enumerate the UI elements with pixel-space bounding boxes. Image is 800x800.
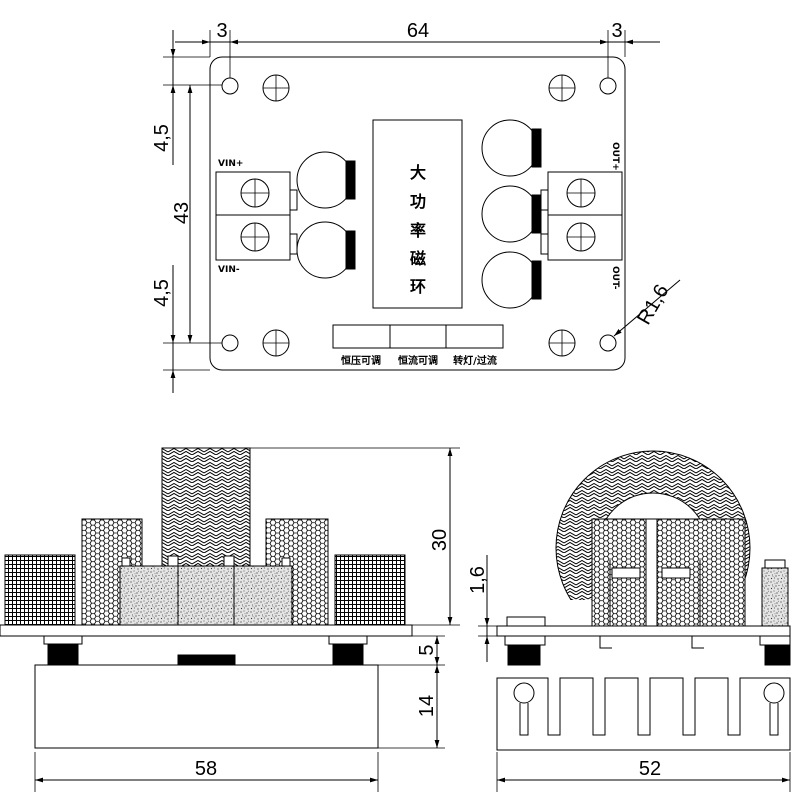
pot-label-led: 转灯/过流 bbox=[453, 354, 497, 367]
capacitor bbox=[296, 221, 356, 279]
top-view: VIN+ VIN- 大 功 率 磁 环 OUT+ OUT- bbox=[151, 20, 681, 393]
top-dimension-lines bbox=[175, 30, 660, 78]
dim-total-height: 30 bbox=[429, 529, 451, 551]
dim-top-offset: 4,5 bbox=[151, 124, 173, 152]
side-dimension-lines bbox=[478, 555, 791, 792]
terminal-screw-icon bbox=[240, 178, 270, 208]
mounting-hole bbox=[599, 334, 617, 352]
front-view: 30 5 14 58 bbox=[0, 447, 460, 792]
screw-head-icon bbox=[262, 74, 290, 102]
dim-bottom-offset: 4,5 bbox=[151, 279, 173, 307]
standoff bbox=[764, 644, 791, 666]
standoff bbox=[332, 643, 364, 666]
capacitor bbox=[481, 185, 542, 243]
output-terminal-block bbox=[540, 171, 623, 261]
standoff bbox=[507, 644, 541, 666]
pot-label-cc: 恒流可调 bbox=[398, 354, 438, 367]
vin-plus-label: VIN+ bbox=[218, 159, 243, 169]
core-label-char: 功 bbox=[410, 192, 426, 211]
dim-right-offset: 3 bbox=[611, 20, 622, 42]
vin-minus-label: VIN- bbox=[218, 265, 240, 275]
core-label-char: 磁 bbox=[410, 249, 426, 268]
core-label-char: 环 bbox=[410, 277, 426, 296]
dim-front-width: 58 bbox=[195, 758, 217, 780]
capacitor bbox=[296, 151, 356, 209]
heatsink bbox=[34, 664, 379, 749]
dim-hole-pitch-x: 64 bbox=[407, 20, 429, 42]
dim-heatsink-height: 14 bbox=[416, 695, 438, 717]
component-leads bbox=[599, 636, 704, 649]
dim-standoff: 5 bbox=[416, 644, 438, 655]
pcb-board bbox=[496, 625, 791, 637]
core-label-char: 率 bbox=[410, 221, 426, 240]
input-terminal-block bbox=[215, 171, 298, 261]
capacitor-group-side bbox=[591, 518, 746, 627]
pot-label-cv: 恒压可调 bbox=[341, 354, 381, 367]
standoff-cap bbox=[759, 635, 791, 646]
terminal-block-side bbox=[119, 555, 293, 626]
standoff bbox=[47, 643, 79, 666]
radius-leader bbox=[613, 279, 681, 337]
screw-head-icon bbox=[262, 329, 290, 357]
out-minus-label: OUT- bbox=[610, 266, 620, 290]
screw-head-icon bbox=[548, 74, 576, 102]
capacitor-side bbox=[334, 554, 406, 626]
potentiometer-row bbox=[332, 324, 504, 349]
dim-corner-radius: R1,6 bbox=[633, 281, 673, 329]
terminal-screw-icon bbox=[240, 222, 270, 252]
standoff-cap bbox=[43, 635, 83, 645]
dim-side-width: 52 bbox=[639, 758, 661, 780]
capacitor-side bbox=[4, 554, 76, 626]
capacitor bbox=[481, 119, 542, 177]
pcb-board bbox=[0, 624, 413, 637]
thermal-pad bbox=[177, 654, 236, 666]
heatsink-profile bbox=[496, 676, 791, 751]
left-dimension-lines bbox=[163, 30, 222, 393]
capacitor bbox=[481, 251, 542, 309]
out-plus-label: OUT+ bbox=[610, 142, 620, 171]
front-dimension-lines bbox=[34, 447, 460, 792]
dim-left-offset: 3 bbox=[216, 20, 227, 42]
terminal-screw-icon bbox=[566, 222, 596, 252]
resistor-cap bbox=[764, 559, 786, 569]
dim-board-thickness: 1,6 bbox=[467, 566, 489, 594]
magnetic-core-side bbox=[161, 447, 251, 567]
component-cap bbox=[506, 616, 546, 627]
screw-head-icon bbox=[548, 329, 576, 357]
resistor-side bbox=[761, 567, 789, 627]
standoff-cap bbox=[504, 635, 546, 646]
standoff-cap bbox=[328, 635, 368, 645]
magnetic-core-outline bbox=[372, 119, 463, 309]
core-label-char: 大 bbox=[410, 163, 426, 182]
side-view: 1,6 52 bbox=[467, 450, 791, 792]
terminal-screw-icon bbox=[566, 178, 596, 208]
dim-hole-pitch-y: 43 bbox=[171, 202, 193, 224]
